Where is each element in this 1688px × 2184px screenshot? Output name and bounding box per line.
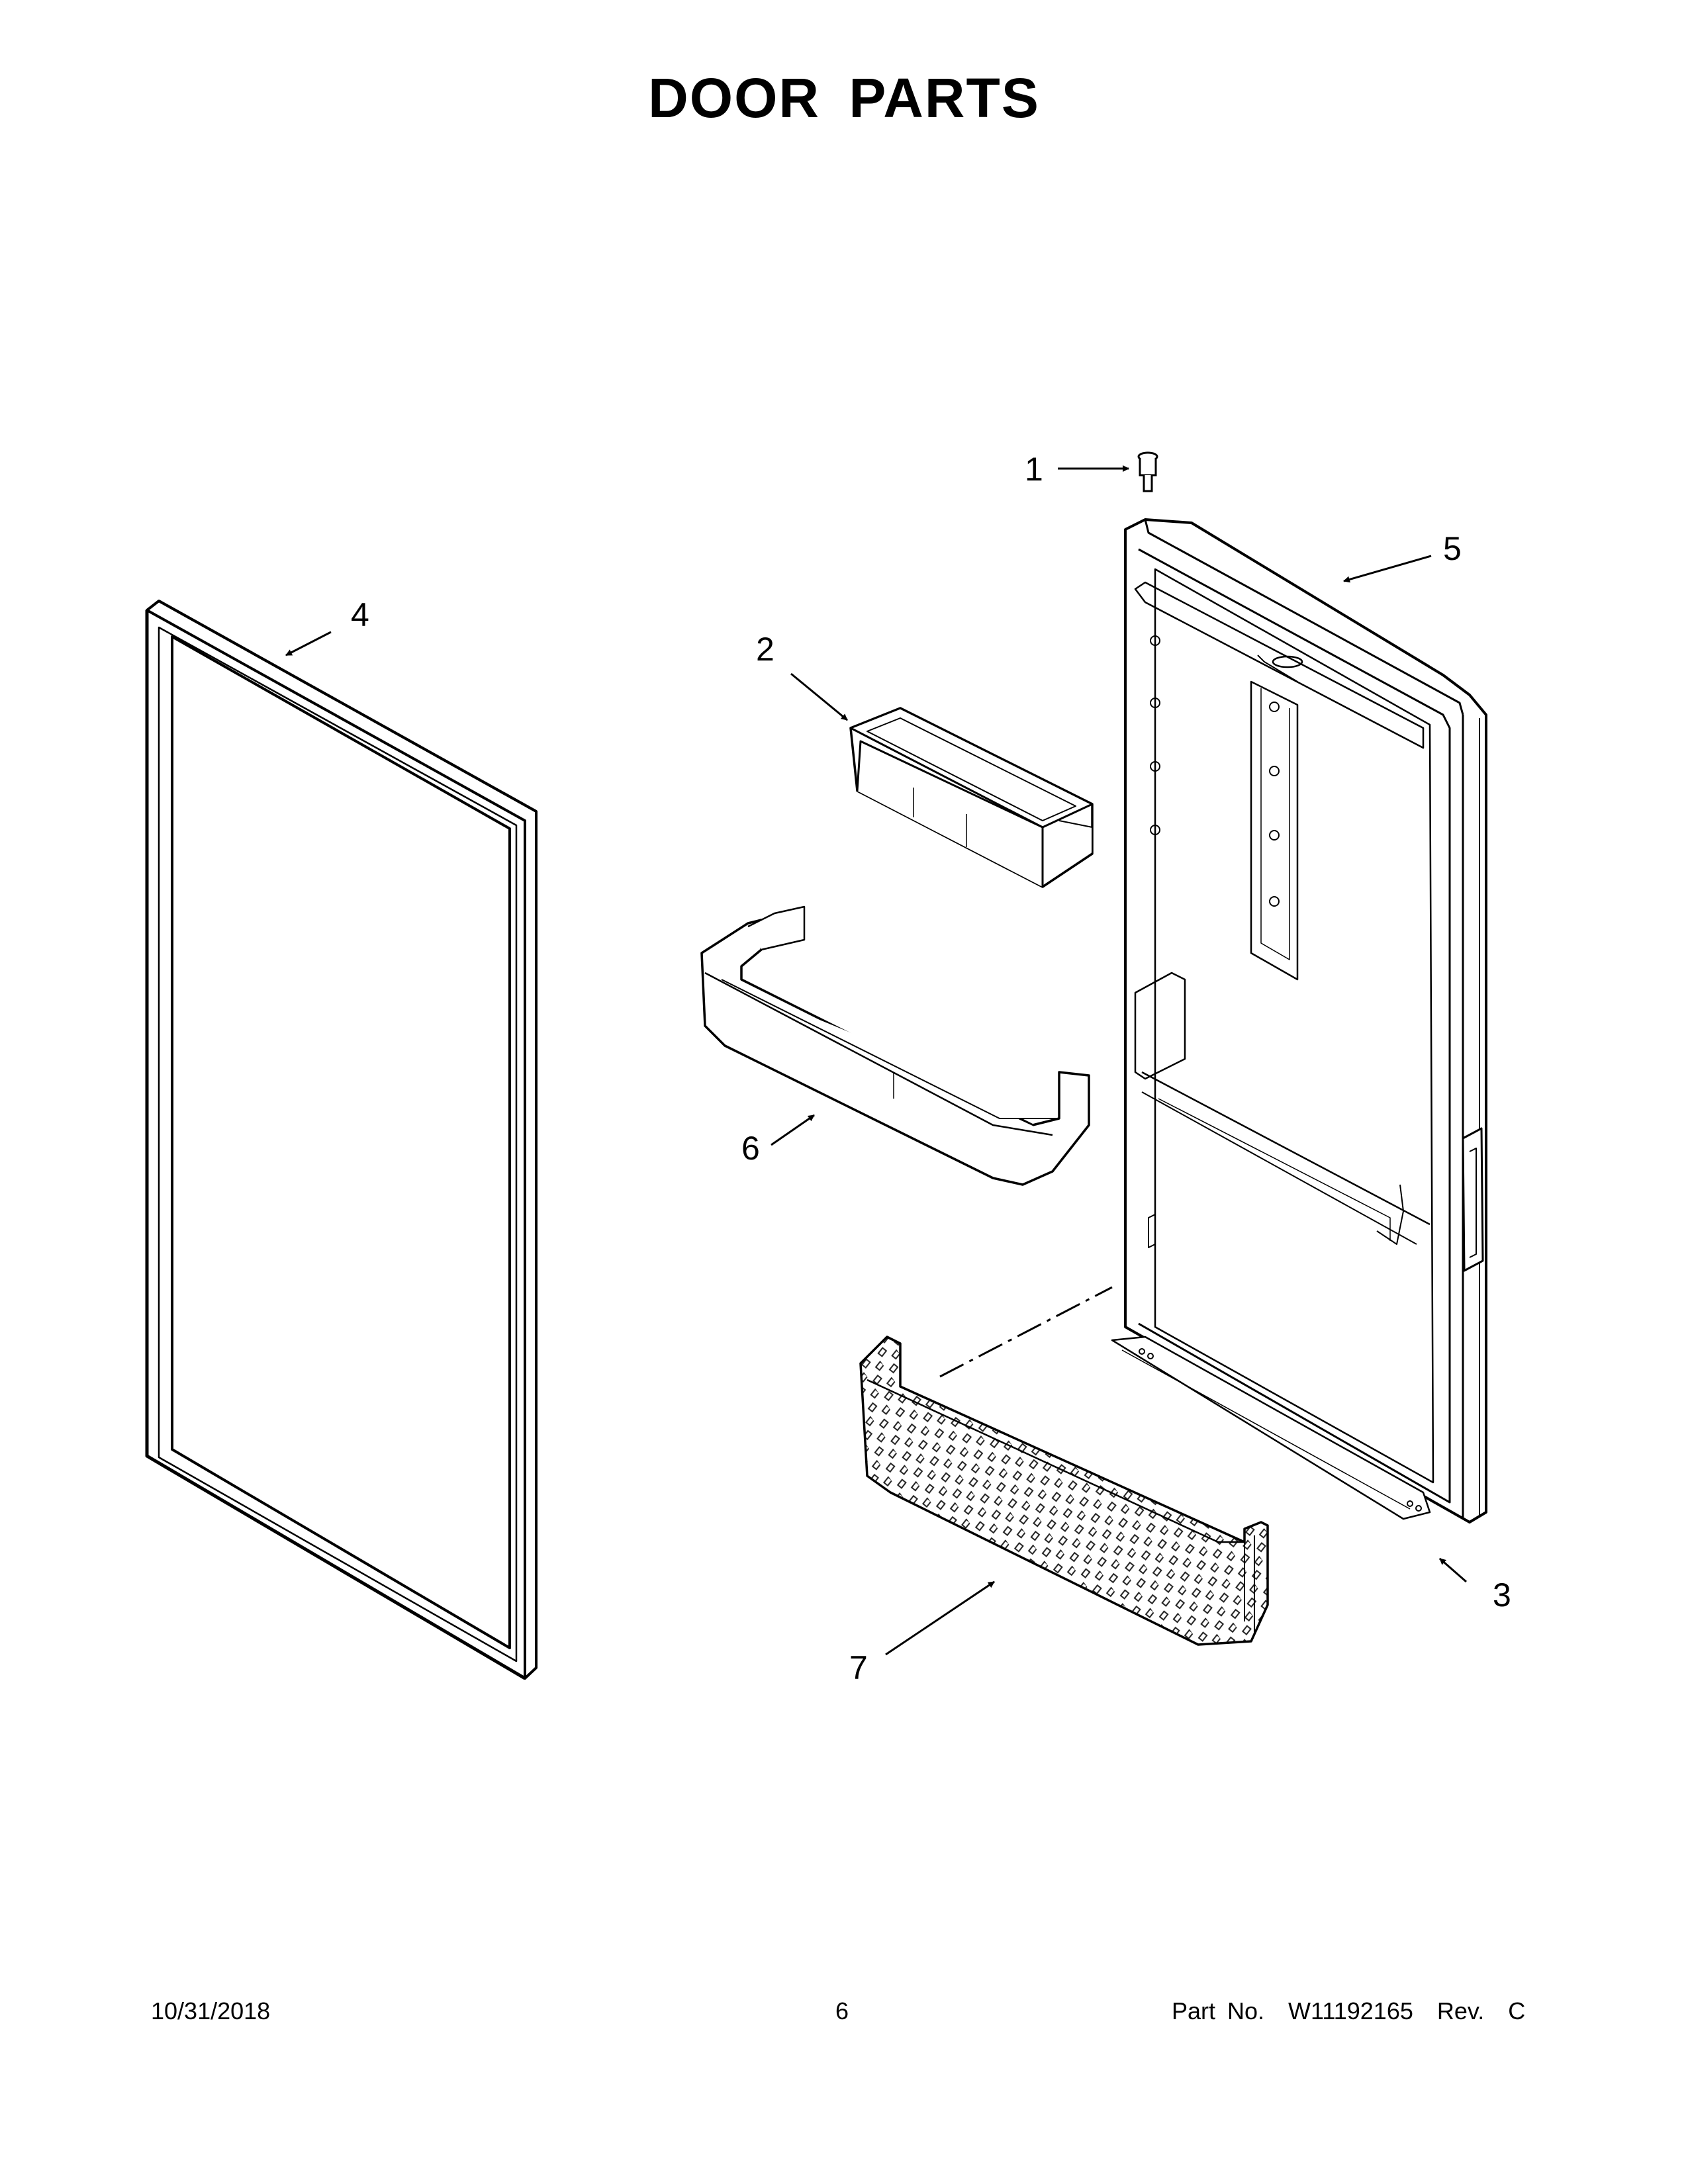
- door-gasket-part: [145, 600, 538, 1680]
- door-assembly-part: [1111, 518, 1487, 1524]
- door-bin-part: [849, 707, 1094, 888]
- lower-basket-part: [859, 1336, 1269, 1646]
- callout-6: 6: [741, 1130, 760, 1167]
- callout-3: 3: [1493, 1576, 1511, 1614]
- footer-part-number: Part No. W11192165 Rev. C: [1172, 1997, 1526, 2025]
- callout-5: 5: [1443, 530, 1462, 567]
- callout-7: 7: [849, 1649, 868, 1686]
- page-title: DOOR PARTS: [648, 67, 1040, 129]
- callout-2: 2: [756, 631, 774, 668]
- callout-leaders: [285, 465, 1467, 1656]
- callout-1: 1: [1025, 451, 1043, 488]
- footer-page-number: 6: [835, 1997, 849, 2025]
- screw-part: [1137, 451, 1158, 492]
- alignment-line: [939, 1286, 1113, 1378]
- footer-date: 10/31/2018: [151, 1997, 271, 2025]
- door-shelf-part: [700, 905, 1090, 1186]
- callout-4: 4: [351, 596, 369, 633]
- bottom-hinge-bracket: [1111, 1336, 1431, 1520]
- door-pegs: [1150, 635, 1280, 907]
